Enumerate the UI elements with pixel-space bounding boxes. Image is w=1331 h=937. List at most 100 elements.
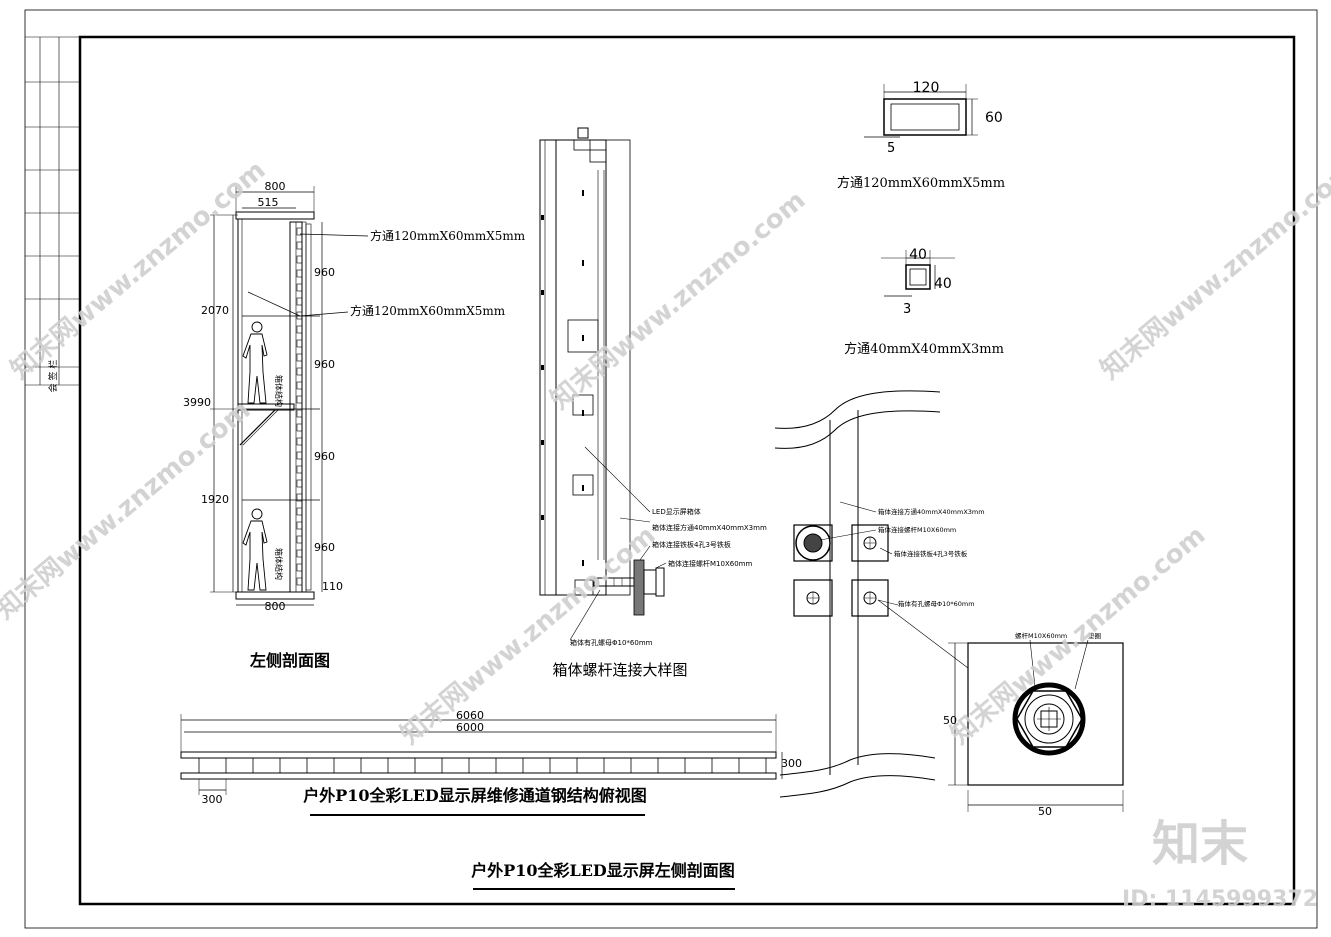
plate-label-bolt: 螺杆M10X60mm xyxy=(1015,631,1067,640)
dim-top-width: 800 xyxy=(265,180,286,193)
person-figure-upper xyxy=(242,321,268,404)
watermark-text-5: 知末网www.znzmo.com xyxy=(395,520,661,750)
led-module xyxy=(296,367,303,376)
box-fixing-point xyxy=(541,365,544,370)
led-module xyxy=(296,325,303,334)
led-module xyxy=(296,465,303,474)
inner-frame xyxy=(78,35,1296,906)
watermark-text-1: 知末网www.znzmo.com xyxy=(5,155,271,385)
led-module xyxy=(296,479,303,488)
plan-view-title: 户外P10全彩LED显示屏维修通道钢结构俯视图 xyxy=(303,786,647,805)
plan-dim-spacing: 300 xyxy=(202,793,223,806)
dim-seg-4: 960 xyxy=(314,541,335,554)
profile-small-tube: 40 40 3 方通40mmX40mmX3mm xyxy=(844,247,1004,357)
led-module xyxy=(296,423,303,432)
box-label-lower: 箱体结构 xyxy=(274,548,284,580)
watermark-text-4: 知末网www.znzmo.com xyxy=(0,395,256,625)
profile-large-thickness: 5 xyxy=(887,141,895,156)
led-module xyxy=(296,227,303,236)
title-block: 会 签 栏 xyxy=(25,36,80,393)
bolt-label-nut: 箱体有孔螺母Φ10*60mm xyxy=(570,638,653,647)
watermark-text-2: 知末网www.znzmo.com xyxy=(545,185,811,415)
dim-bottom-width: 800 xyxy=(265,600,286,613)
watermark-text-3: 知末网www.znzmo.com xyxy=(1095,155,1331,385)
led-module xyxy=(296,493,303,502)
box-fixing-point xyxy=(582,190,584,196)
led-module xyxy=(296,563,303,572)
dim-seg-2: 960 xyxy=(314,358,335,371)
plan-dim-inner: 6000 xyxy=(456,721,484,734)
plate-dim-height: 50 xyxy=(943,714,957,727)
led-module xyxy=(296,241,303,250)
led-module xyxy=(296,339,303,348)
led-module xyxy=(296,381,303,390)
profile-small-thickness: 3 xyxy=(903,302,911,317)
led-module xyxy=(296,535,303,544)
callout-tube-2: 方通120mmX60mmX5mm xyxy=(350,303,506,318)
watermark-layer: 知末网www.znzmo.com 知末网www.znzmo.com 知末网www… xyxy=(0,155,1331,912)
box-fixing-point xyxy=(582,335,584,341)
box-fixing-point xyxy=(541,440,544,445)
watermark-id: ID: 1145999372 xyxy=(1122,887,1318,912)
dim-lower-height: 1920 xyxy=(201,493,229,506)
bolt-connection-drawing: LED显示屏箱体 箱体连接方通40mmX40mmX3mm 箱体连接铁板4孔3号铁… xyxy=(539,127,767,679)
profile-small-width: 40 xyxy=(909,247,927,263)
box-fixing-point xyxy=(582,410,584,416)
led-module xyxy=(296,283,303,292)
led-module xyxy=(296,507,303,516)
led-module xyxy=(296,437,303,446)
led-module xyxy=(296,395,303,404)
led-module xyxy=(296,451,303,460)
title-block-label: 会 签 栏 xyxy=(47,360,59,393)
dim-inner-width: 515 xyxy=(258,196,279,209)
bolt-label-tube: 箱体连接方通40mmX40mmX3mm xyxy=(652,523,767,532)
dim-seg-3: 960 xyxy=(314,450,335,463)
person-figure-lower xyxy=(242,508,268,591)
box-fixing-point xyxy=(582,560,584,566)
plan-dim-depth: 300 xyxy=(781,757,802,770)
bolt-label-led-box: LED显示屏箱体 xyxy=(652,507,701,516)
led-module xyxy=(296,269,303,278)
side-section-title: 左侧剖面图 xyxy=(249,651,330,670)
conn-label-plate: 箱体连接铁板4孔3号铁板 xyxy=(894,549,968,558)
box-fixing-point xyxy=(582,260,584,266)
dim-seg-1: 960 xyxy=(314,266,335,279)
led-module xyxy=(296,577,303,586)
callout-tube-1: 方通120mmX60mmX5mm xyxy=(370,228,526,243)
profile-large-width: 120 xyxy=(913,80,940,96)
connection-detail-drawing: 箱体连接方通40mmX40mmX3mm 箱体连接螺杆M10X60mm 箱体连接铁… xyxy=(774,390,1124,818)
conn-label-tube: 箱体连接方通40mmX40mmX3mm xyxy=(878,507,985,516)
box-fixing-point xyxy=(541,215,544,220)
profile-large-tube: 120 60 5 方通120mmX60mmX5mm xyxy=(837,80,1005,191)
watermark-logo: 知末 xyxy=(1152,816,1248,872)
bolt-label-plate: 箱体连接铁板4孔3号铁板 xyxy=(652,540,731,549)
led-module xyxy=(296,353,303,362)
box-fixing-point xyxy=(582,485,584,491)
plate-dim-width: 50 xyxy=(1038,805,1052,818)
led-module xyxy=(296,297,303,306)
led-module xyxy=(296,409,303,418)
bolt-detail-title: 箱体螺杆连接大样图 xyxy=(552,661,687,679)
led-module xyxy=(296,521,303,530)
dim-total-height: 3990 xyxy=(183,396,211,409)
box-fixing-point xyxy=(541,290,544,295)
led-module xyxy=(296,549,303,558)
conn-label-bolt: 箱体连接螺杆M10X60mm xyxy=(878,525,956,534)
plan-dim-outer: 6060 xyxy=(456,709,484,722)
profile-small-caption: 方通40mmX40mmX3mm xyxy=(844,341,1004,357)
conn-label-nut: 箱体有孔螺母Φ10*60mm xyxy=(898,599,975,608)
profile-large-height: 60 xyxy=(985,110,1003,126)
box-fixing-point xyxy=(541,515,544,520)
watermark-text-6: 知末网www.znzmo.com xyxy=(945,520,1211,750)
profile-large-caption: 方通120mmX60mmX5mm xyxy=(837,175,1005,191)
plan-view-drawing: 6060 6000 300 300 户外P10全彩LED显示屏维修通道钢结构俯视… xyxy=(180,709,802,816)
profile-small-height: 40 xyxy=(934,276,952,292)
led-module xyxy=(296,255,303,264)
bolt-label-bolt: 箱体连接螺杆M10X60mm xyxy=(668,559,752,568)
left-section-drawing: 800 515 2070 3990 1920 960 xyxy=(183,180,526,670)
sheet-title: 户外P10全彩LED显示屏左侧剖面图 xyxy=(471,861,735,880)
dim-upper-height: 2070 xyxy=(201,304,229,317)
dim-bottom-offset: 110 xyxy=(322,580,343,593)
outer-frame xyxy=(24,9,1318,929)
